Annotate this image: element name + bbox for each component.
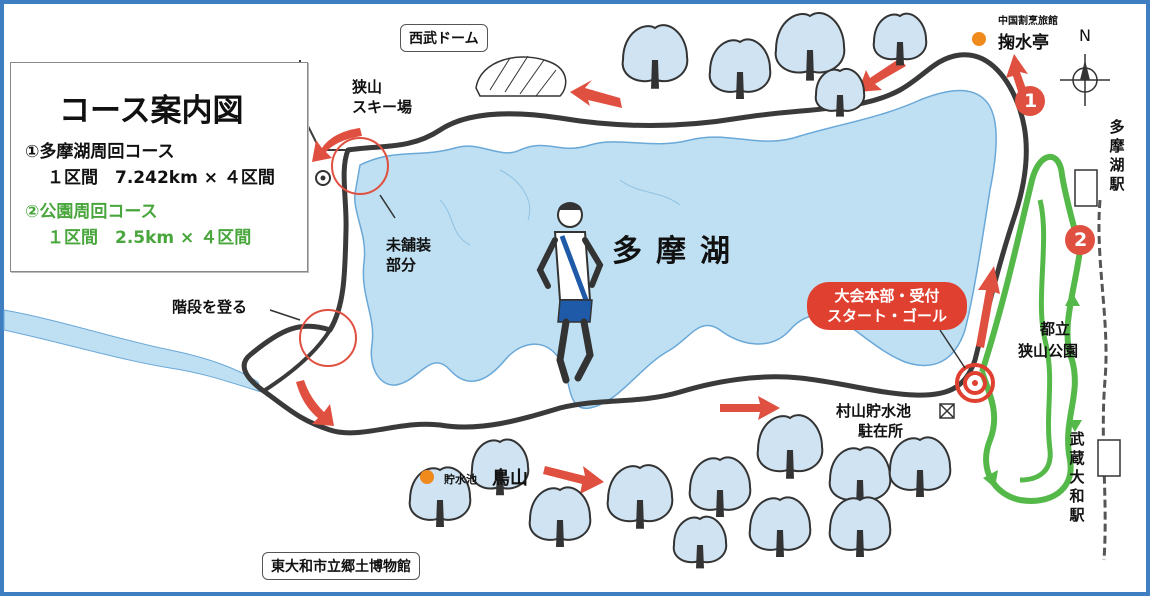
unpaved-label-line1: 未舗装 (386, 236, 432, 254)
tree (621, 24, 689, 89)
museum-label: 東大和市立郷土博物館 (262, 552, 420, 580)
legend-panel: コース案内図 ①多摩湖周回コース １区間 7.242km × ４区間 ②公園周回… (10, 62, 308, 272)
lake-label: 多摩湖 (612, 234, 744, 269)
course-2-arrow-3 (983, 470, 998, 488)
unpaved-pointer (379, 194, 396, 219)
hq-start-goal-badge: 大会本部・受付 スタート・ゴール (807, 282, 967, 330)
railway (1097, 199, 1108, 561)
torisan-subtitle: 貯水池 (444, 473, 477, 486)
tree (748, 496, 812, 557)
tree (756, 414, 824, 479)
tree (888, 436, 952, 497)
runner-figure (536, 202, 604, 384)
hq-label-line1: 大会本部・受付 (834, 287, 940, 305)
sayama-ski-label-line2: スキー場 (352, 98, 413, 116)
side-road (260, 328, 332, 394)
tree (470, 438, 530, 496)
north-label: N (1079, 26, 1091, 45)
lake-tamako (354, 89, 997, 409)
tree (672, 515, 728, 569)
unpaved-label-line2: 部分 (386, 256, 417, 274)
stairs-highlight (299, 309, 357, 367)
hq-label-line2: スタート・ゴール (826, 307, 947, 325)
tree (606, 464, 674, 529)
course-2-marker-circle (1065, 225, 1095, 255)
park-label-line2: 狭山公園 (1018, 342, 1079, 360)
stairs-pointer (269, 309, 301, 321)
restaurant-name: 掬水亭 (998, 33, 1049, 53)
start-goal-marker (955, 363, 995, 403)
restaurant-marker-icon (972, 32, 986, 46)
seibu-dome-label: 西武ドーム (400, 24, 488, 52)
tamako-station-label: 多摩湖駅 (1109, 118, 1125, 193)
restaurant-subtitle: 中国割烹旅館 (998, 16, 1058, 27)
musashi-yamato-station-box (1097, 439, 1121, 477)
sayama-ski-label-line1: 狭山 (352, 78, 383, 96)
course-2-arrow-1 (1065, 292, 1080, 306)
course-1-marker-label: 1 (1024, 90, 1038, 112)
lake-shading (439, 169, 681, 246)
legend-course-2-name: ②公園周回コース (25, 202, 158, 222)
torisan-name: 鳥山 (492, 468, 528, 489)
tree (528, 486, 592, 547)
legend-title: コース案内図 (59, 93, 244, 129)
tree (708, 38, 772, 99)
park-label-line1: 都立 (1040, 320, 1071, 338)
legend-course-1-detail: １区間 7.242km × ４区間 (47, 168, 275, 188)
hq-pointer (939, 329, 966, 369)
stairs-label: 階段を登る (172, 298, 248, 316)
tree (872, 12, 928, 66)
compass-icon (1060, 54, 1110, 106)
police-label-line2: 駐在所 (858, 422, 904, 440)
course-2-inner (1019, 199, 1053, 483)
course-1-marker-circle (1015, 86, 1045, 116)
unpaved-highlight (331, 137, 389, 195)
legend-course-2-detail: １区間 2.5km × ４区間 (47, 228, 252, 248)
tree-group (408, 12, 952, 569)
torisan-marker-icon (420, 470, 434, 484)
tree (774, 12, 846, 81)
police-label-line1: 村山貯水池 (836, 402, 912, 420)
course-1-road (241, 52, 1029, 436)
course-2-arrow-2 (1068, 420, 1082, 432)
musashi-yamato-station-label: 武蔵大和駅 (1069, 430, 1085, 524)
course-2-marker-label: 2 (1074, 229, 1088, 251)
tree (814, 67, 866, 117)
tree (688, 456, 752, 517)
tamako-station-box (1074, 169, 1098, 207)
tree (828, 496, 892, 557)
legend-course-1-name: ①多摩湖周回コース (25, 142, 175, 162)
course-1-arrows (296, 54, 1030, 494)
